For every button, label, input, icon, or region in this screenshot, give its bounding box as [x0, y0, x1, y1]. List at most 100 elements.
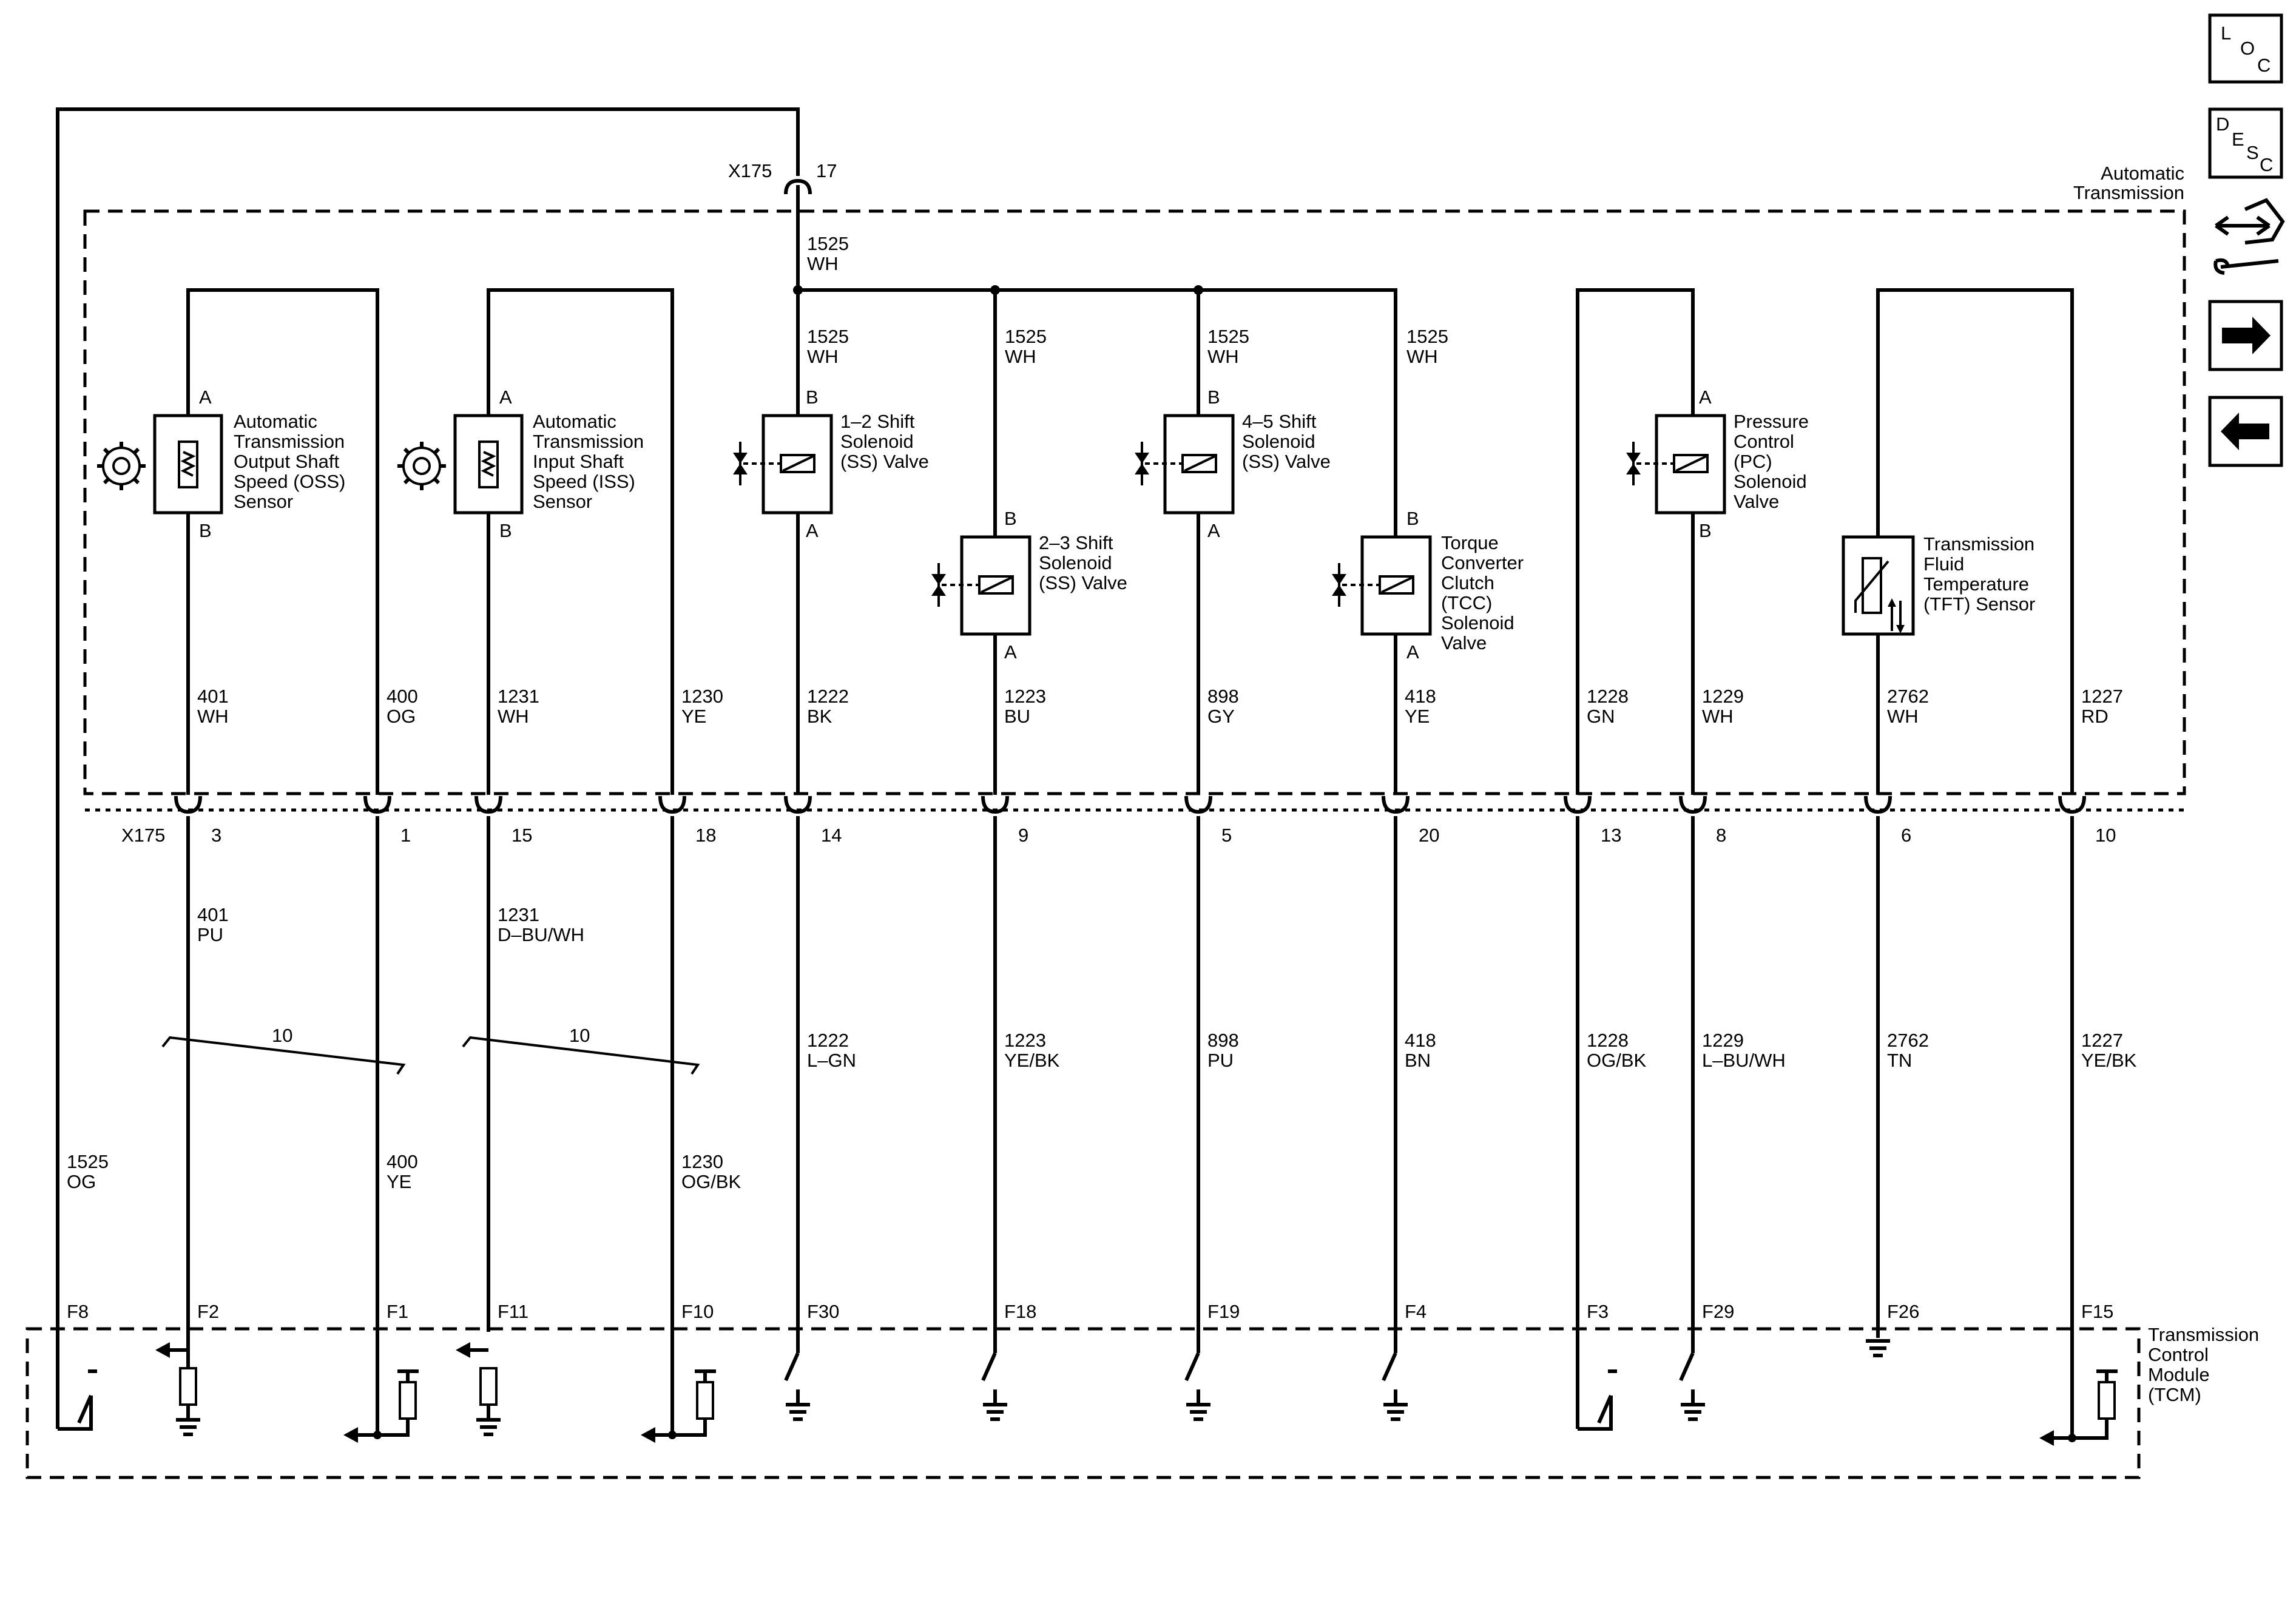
tcc-label-5: Solenoid — [1441, 612, 1514, 633]
oss-label-4: Speed (OSS) — [234, 471, 345, 492]
f3-switch-icon — [1578, 1369, 1617, 1431]
oss-label-2: Transmission — [234, 431, 345, 452]
ss23-label-2: Solenoid — [1039, 552, 1112, 573]
oss-sensor: A B Automatic Transmission Output Shaft … — [97, 387, 345, 541]
wire-lower-number: 2762 — [1887, 1030, 1929, 1051]
tcm-pin-label: F30 — [807, 1301, 839, 1322]
tcm-pin-label: F10 — [681, 1301, 714, 1322]
next-page-button[interactable] — [2208, 300, 2283, 371]
tcm-pin-f8: F8 — [67, 1301, 89, 1322]
feed-label-4-col: WH — [1406, 346, 1438, 367]
wire-upper-color: WH — [1887, 706, 1919, 727]
f18-low-side-driver-icon — [981, 1352, 1007, 1421]
wire-upper-number: 1228 — [1587, 686, 1629, 707]
x175-pin-number: 8 — [1716, 825, 1726, 846]
ss23-pin-bottom: A — [1004, 641, 1017, 663]
tcm-pin-label: F11 — [498, 1301, 528, 1322]
tcm-pin-label: F3 — [1587, 1301, 1609, 1322]
tft-label-3: Temperature — [1923, 573, 2029, 595]
tcc-label-1: Torque — [1441, 532, 1499, 553]
x175-terminal — [2058, 795, 2086, 814]
feed-1525-number: 1525 — [807, 233, 849, 254]
oss-pin-bottom: B — [199, 520, 212, 541]
wire-upper-number: 898 — [1207, 686, 1239, 707]
nav-loc-letter-l: L — [2221, 22, 2231, 44]
x175-connector-label: X175 — [121, 825, 165, 846]
x175-terminal — [1564, 795, 1592, 814]
ss12-pin-bottom: A — [806, 520, 819, 541]
wire-upper-color: GY — [1207, 706, 1235, 727]
ss12-solenoid: B A 1–2 Shift Solenoid (SS) Valve — [733, 387, 929, 541]
wire-upper-color: WH — [498, 706, 529, 727]
nav-desc-letter-d: D — [2216, 113, 2229, 135]
x175-terminal — [784, 795, 812, 814]
gear-icon — [97, 442, 146, 490]
x175-pin17-terminal — [784, 178, 812, 195]
iss-label-5: Sensor — [533, 491, 592, 512]
nav-desc-button[interactable]: D E S C — [2208, 107, 2283, 179]
x175-pin-number: 1 — [400, 825, 411, 846]
ss23-label-1: 2–3 Shift — [1039, 532, 1113, 553]
ss45-label-3: (SS) Valve — [1242, 451, 1331, 472]
x175-pin-number: 9 — [1018, 825, 1028, 846]
wire-lower-number: 400 — [387, 1151, 418, 1172]
ss23-pin-top: B — [1004, 508, 1017, 529]
tcc-solenoid: B A Torque Converter Clutch (TCC) Soleno… — [1332, 508, 1524, 663]
twisted-pair-a-label: 10 — [272, 1025, 292, 1046]
twisted-pair-a — [161, 1036, 406, 1075]
pc-label-4: Solenoid — [1734, 471, 1807, 492]
wire-lower-color: TN — [1887, 1050, 1912, 1071]
wire-lower-number: 1222 — [807, 1030, 849, 1051]
f29-low-side-driver-icon — [1679, 1352, 1705, 1421]
automatic-transmission-label-1: Automatic — [2101, 163, 2184, 184]
feed-label-2-num: 1525 — [1005, 326, 1047, 347]
x175-terminal — [363, 795, 391, 814]
nav-loc-button[interactable]: L O C — [2208, 13, 2283, 84]
wire-columns: 401WH3401PUF2400OG1400YEF11231WH151231D–… — [174, 686, 2137, 1322]
wire-upper-color: GN — [1587, 706, 1615, 727]
tcm-label-4: (TCM) — [2148, 1384, 2201, 1405]
tcm-label-2: Control — [2148, 1344, 2209, 1365]
oss-label-3: Output Shaft — [234, 451, 339, 472]
feed-label-1-col: WH — [807, 346, 839, 367]
x175-pin-number: 5 — [1221, 825, 1232, 846]
previous-page-button[interactable] — [2208, 396, 2283, 467]
f15-pullup-resistor-icon — [2039, 1369, 2118, 1446]
feed-label-2-col: WH — [1005, 346, 1036, 367]
arrow-left-icon — [2221, 413, 2269, 450]
tcm-pin-label: F4 — [1405, 1301, 1427, 1322]
wire-upper-number: 1223 — [1004, 686, 1046, 707]
valve-actuator-icon — [1332, 563, 1346, 607]
x175-terminal — [658, 795, 686, 814]
x175-top-label: X175 — [728, 160, 772, 181]
tcm-pin-label: F29 — [1702, 1301, 1734, 1322]
iss-pin-bottom: B — [499, 520, 512, 541]
ss23-label-3: (SS) Valve — [1039, 572, 1127, 593]
ss12-label-3: (SS) Valve — [840, 451, 929, 472]
tcc-pin-top: B — [1406, 508, 1419, 529]
tft-label-1: Transmission — [1923, 533, 2034, 555]
wire-upper-color: BK — [807, 706, 832, 727]
wire-upper-color: WH — [1702, 706, 1734, 727]
ss45-pin-bottom: A — [1207, 520, 1220, 541]
f11-input-resistor-icon — [456, 1342, 501, 1436]
ss45-label-1: 4–5 Shift — [1242, 411, 1317, 432]
tft-sensor: Transmission Fluid Temperature (TFT) Sen… — [1842, 533, 2035, 636]
x175-terminal — [474, 795, 502, 814]
x175-terminal — [1184, 795, 1212, 814]
wire-upper-color: YE — [681, 706, 706, 727]
wire-lower-color: L–BU/WH — [1702, 1050, 1786, 1071]
wire-lower-color: PU — [197, 924, 223, 945]
tcc-label-2: Converter — [1441, 552, 1524, 573]
connector-end-view-icon[interactable] — [2210, 198, 2285, 279]
f1-pullup-resistor-icon — [343, 1369, 419, 1443]
wire-lower-color: OG/BK — [681, 1171, 741, 1192]
pc-label-3: (PC) — [1734, 451, 1772, 472]
tcm-pin-label: F26 — [1887, 1301, 1919, 1322]
f10-pullup-resistor-icon — [641, 1369, 716, 1443]
x175-terminal — [174, 795, 202, 814]
wire-upper-color: WH — [197, 706, 229, 727]
tcm-pin-label: F19 — [1207, 1301, 1240, 1322]
tcm-pin-label: F1 — [387, 1301, 408, 1322]
